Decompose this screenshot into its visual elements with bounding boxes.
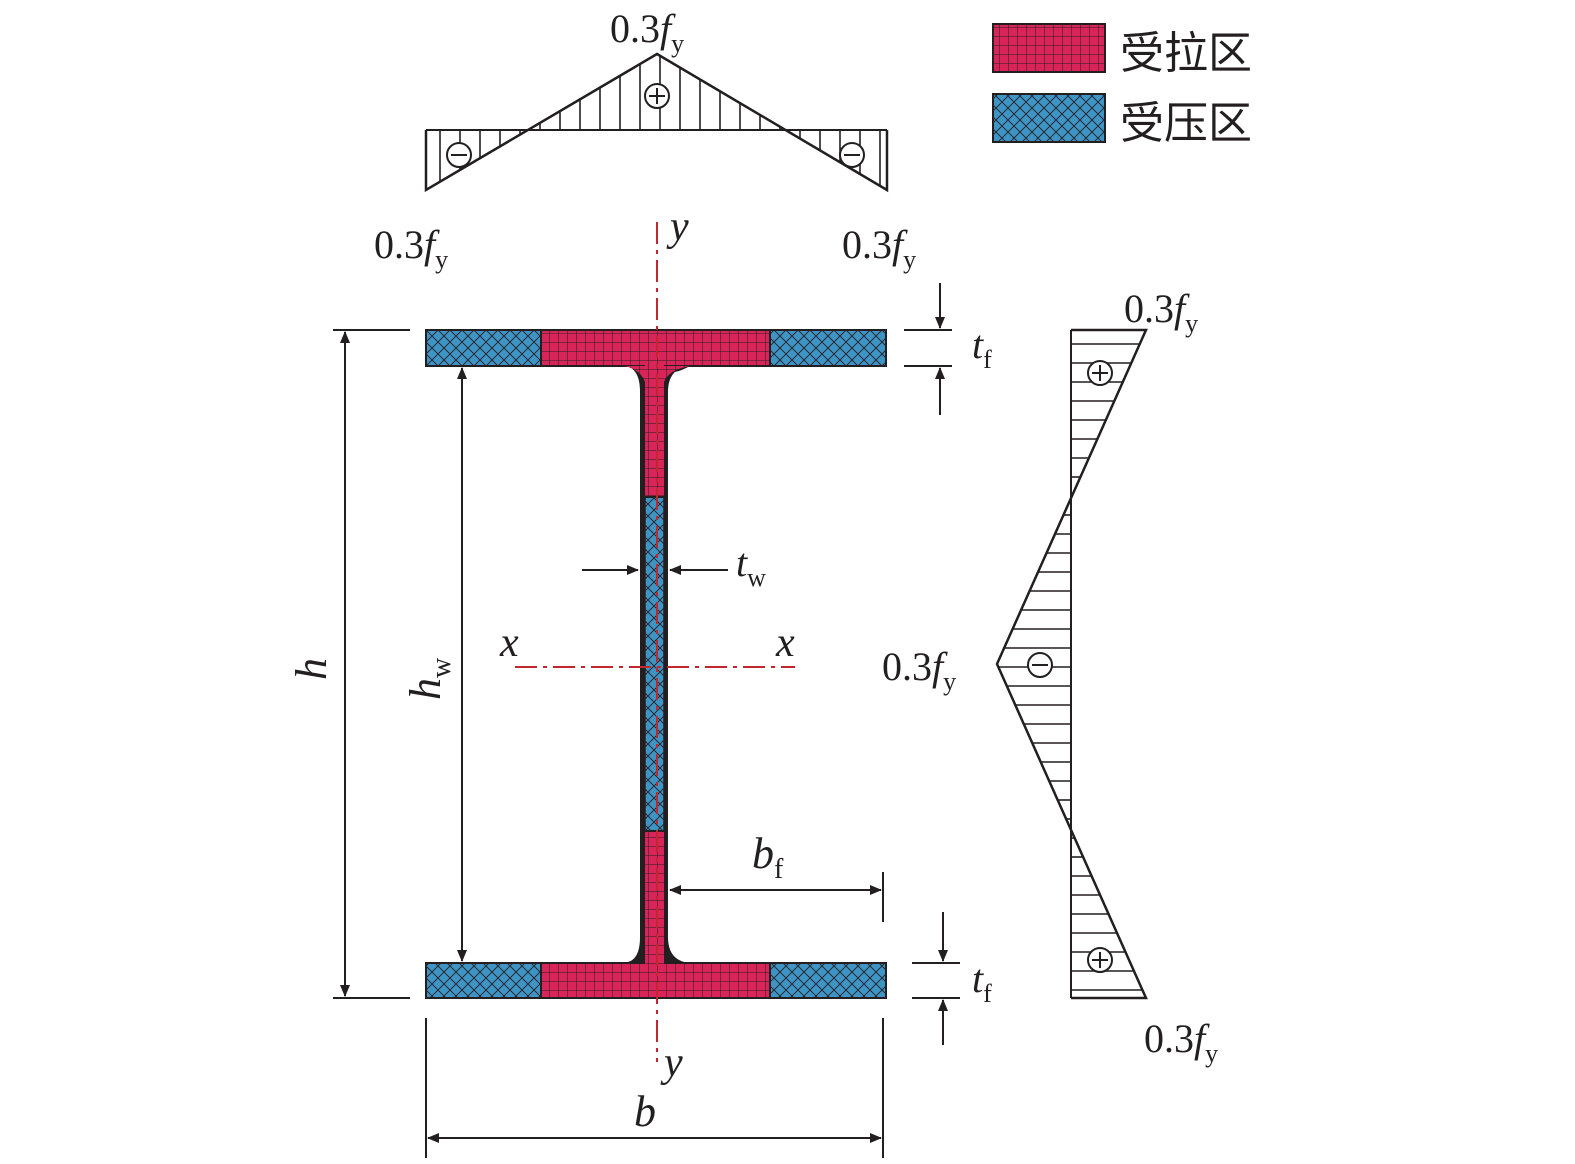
legend-tension-label: 受拉区 (1120, 28, 1252, 79)
minus-sign-icon (446, 142, 472, 168)
legend-compression-label: 受压区 (1120, 98, 1252, 149)
minus-sign-icon (1027, 652, 1053, 678)
web-stress-diagram: 0.3fy 0.3fy 0.3fy (882, 286, 1218, 1068)
stress-label-flange-left: 0.3fy (374, 222, 448, 274)
bf-label: bf (752, 829, 784, 885)
plus-sign-icon (1087, 947, 1113, 973)
tw-label: tw (736, 540, 766, 592)
web-top-tension (645, 364, 664, 497)
legend-compression-swatch (992, 93, 1106, 143)
top-flange-middle-tension (540, 329, 771, 367)
x-axis-label-left: x (499, 620, 519, 666)
web-top-tension-fillet (625, 366, 690, 382)
bottom-flange-right-compression (769, 962, 887, 999)
tf-label-bottom: tf (972, 956, 992, 1008)
legend-tension-swatch (992, 23, 1106, 73)
web-middle-compression (644, 496, 665, 832)
y-axis-label-top: y (666, 204, 689, 250)
centroid-axes: y y x x (499, 204, 795, 1086)
bottom-flange-left-compression (425, 962, 542, 999)
plus-sign-icon (644, 83, 670, 109)
h-label: h (287, 658, 336, 680)
y-axis-label-bottom: y (660, 1040, 683, 1086)
x-axis-label-right: x (775, 620, 795, 666)
i-beam-section (425, 329, 887, 999)
plus-sign-icon (1087, 360, 1113, 386)
stress-label-flange-top: 0.3fy (610, 6, 684, 58)
stress-label-web-middle: 0.3fy (882, 644, 956, 696)
web-bottom-tension (645, 831, 664, 965)
legend: 受拉区 受压区 (992, 23, 1252, 149)
top-flange-left-compression (425, 329, 542, 367)
stress-label-web-top: 0.3fy (1124, 286, 1198, 338)
b-label: b (634, 1087, 656, 1136)
stress-label-flange-right: 0.3fy (842, 222, 916, 274)
hw-label: hw (401, 657, 457, 700)
flange-stress-diagram: 0.3fy 0.3fy 0.3fy (374, 6, 916, 274)
tf-label-top: tf (972, 322, 992, 374)
flange-stress-hatch (439, 55, 881, 186)
minus-sign-icon (839, 142, 865, 168)
stress-label-web-bottom: 0.3fy (1144, 1016, 1218, 1068)
dimensions: h hw tf tf tw bf b (287, 283, 992, 1158)
bottom-flange-middle-tension (540, 962, 771, 999)
top-flange-right-compression (769, 329, 887, 367)
